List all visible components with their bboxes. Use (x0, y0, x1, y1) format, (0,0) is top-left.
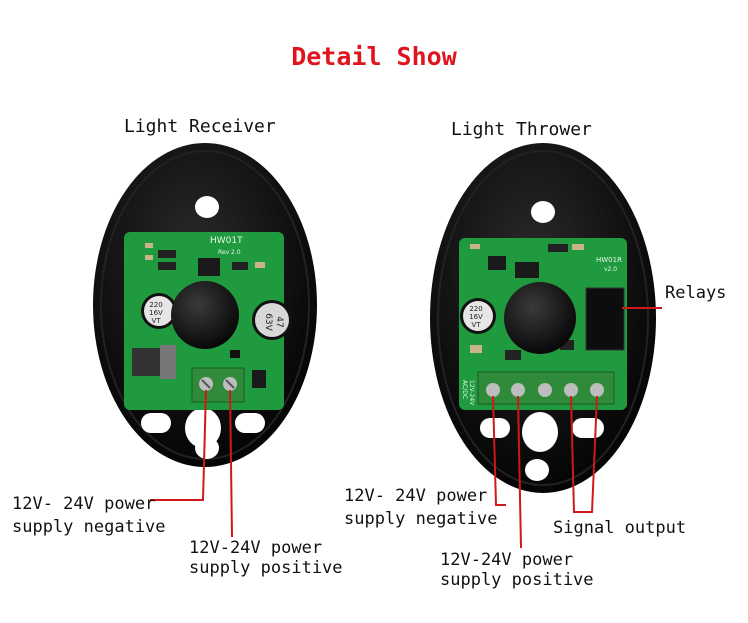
thrower-positive-label-line2: supply positive (440, 570, 594, 590)
receiver-cap-large-voltage: 63V (263, 313, 273, 331)
thrower-signal-label: Signal output (553, 518, 687, 538)
receiver-negative-label-line2: supply negative (12, 517, 166, 537)
thrower-relays-label: Relays (665, 283, 727, 303)
receiver-board-label: HW01T (210, 236, 243, 246)
thrower-heading: Light Thrower (451, 119, 592, 140)
thrower-cap-small-value: 220 (469, 305, 482, 313)
receiver-cap-large-value: 47 (274, 316, 284, 327)
thrower-cap-small-voltage: 16V (469, 313, 483, 321)
thrower-positive-label-line1: 12V-24V power (440, 550, 574, 570)
receiver-pcb: HW01T Rev 2.0 47 63V 220 16V VT (124, 232, 292, 410)
thrower-board-label: HW01R (596, 256, 622, 264)
receiver-leader-lines (150, 389, 233, 538)
receiver-cap-small-voltage: 16V (149, 309, 163, 317)
receiver-negative-label-line1: 12V- 24V power (12, 494, 156, 514)
receiver-heading: Light Receiver (124, 116, 276, 137)
thrower-board-rev: v2.0 (604, 266, 617, 273)
thrower-negative-label-line2: supply negative (344, 509, 498, 529)
thrower-terminal-voltage: 12V-24V (468, 380, 475, 406)
receiver-cap-small-value: 220 (149, 301, 162, 309)
page-title: Detail Show (291, 42, 457, 71)
receiver-positive-label-line2: supply positive (189, 558, 343, 578)
thrower-negative-label-line1: 12V- 24V power (344, 486, 488, 506)
receiver-cap-small-mark: VT (151, 317, 161, 325)
thrower-cap-small-mark: VT (471, 321, 481, 329)
receiver-board-rev: Rev 2.0 (218, 249, 241, 256)
thrower-terminal-acdc: AC/DC (461, 380, 468, 399)
thrower-leader-lines (492, 307, 662, 549)
receiver-positive-label-line1: 12V-24V power (189, 538, 323, 558)
thrower-pcb: HW01R v2.0 220 16V VT 12V-24V AC/DC (459, 238, 627, 410)
